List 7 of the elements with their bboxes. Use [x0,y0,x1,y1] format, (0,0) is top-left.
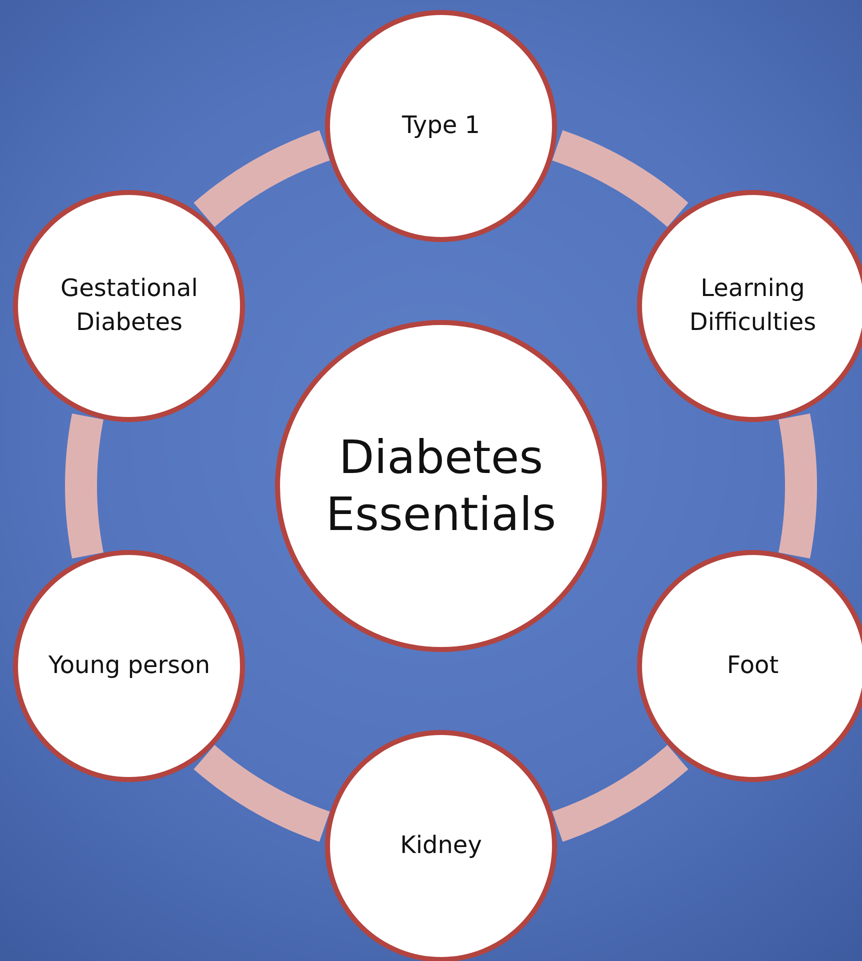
node-label: Diabetes Essentials [324,428,558,543]
node-label: Learning Difficulties [688,273,818,338]
node-label: Gestational Diabetes [60,273,199,338]
node-label: Kidney [400,830,482,862]
node-label: Young person [48,650,210,682]
node-label: Type 1 [402,110,480,142]
node-label: Foot [726,650,779,682]
